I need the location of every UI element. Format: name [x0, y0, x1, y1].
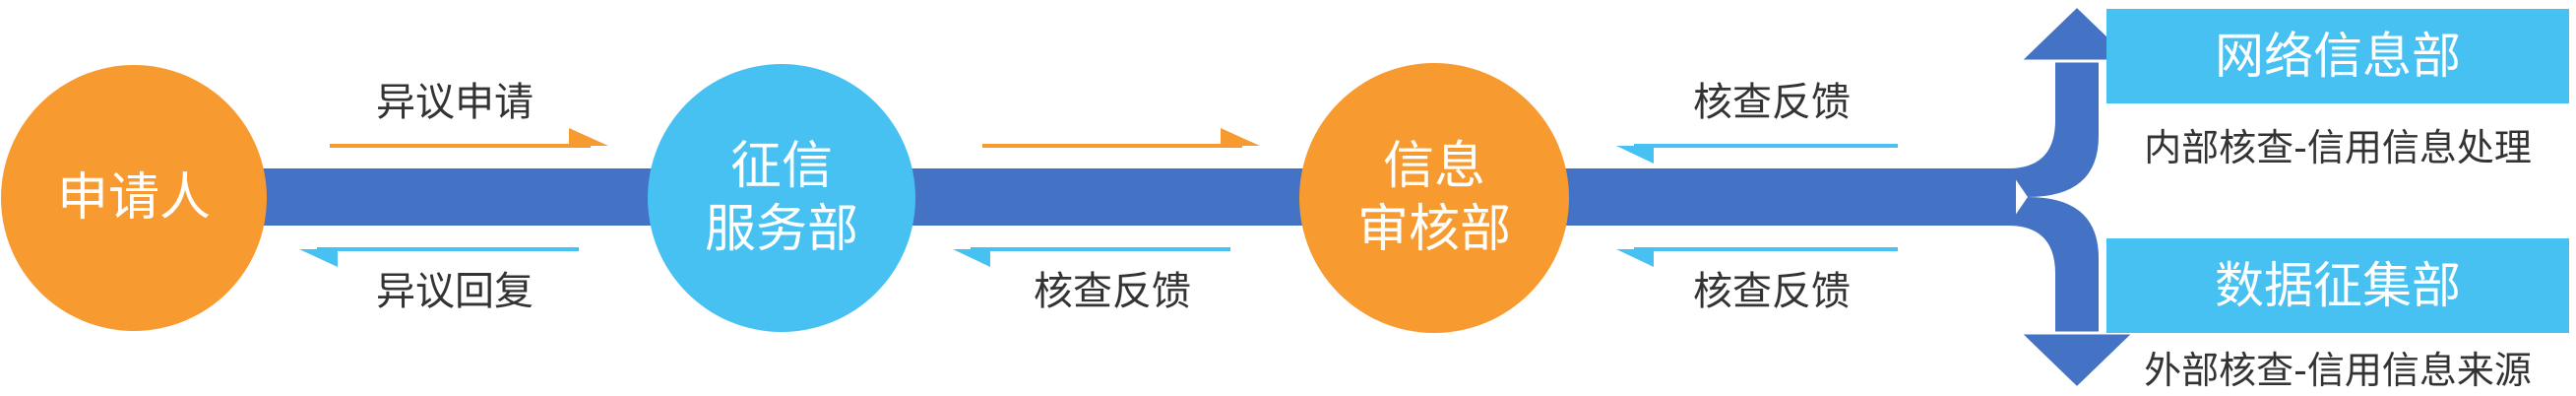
objection-reply-arrow-icon	[299, 249, 338, 267]
feedback-mid-arrow-icon	[953, 249, 990, 267]
objection-apply-arrow-icon	[569, 128, 608, 146]
objection-apply-label: 异议申请	[376, 80, 534, 125]
data-dept-box: 数据征集部	[2106, 238, 2569, 333]
applicant-node: 申请人	[1, 65, 267, 331]
data-dept-desc: 外部核查-信用信息来源	[2144, 349, 2532, 392]
forward-arrow-icon	[1221, 128, 1260, 146]
network-dept-box: 网络信息部	[2106, 9, 2569, 103]
branch-up-line	[2008, 57, 2099, 197]
feedback-right-bottom-label: 核查反馈	[1693, 269, 1851, 314]
feedback-right-top-arrow-icon	[1616, 146, 1654, 164]
feedback-right-top-label: 核查反馈	[1693, 80, 1851, 125]
objection-reply-label: 异议回复	[376, 269, 534, 314]
credit-service-label-line1: 征信	[729, 137, 833, 196]
up-arrow-icon	[2016, 3, 2138, 63]
info-review-label-line2: 审核部	[1356, 200, 1511, 259]
info-review-node: 信息 审核部	[1299, 63, 1569, 333]
main-flow-band	[148, 168, 2016, 226]
feedback-mid-label: 核查反馈	[1034, 269, 1191, 314]
branch-down-line	[2008, 197, 2099, 335]
network-dept-desc: 内部核查-信用信息处理	[2144, 126, 2532, 169]
applicant-label: 申请人	[56, 168, 211, 228]
down-arrow-icon	[2016, 331, 2138, 391]
feedback-right-bottom-arrow-icon	[1616, 249, 1654, 267]
credit-service-node: 征信 服务部	[648, 64, 915, 332]
credit-service-label-line2: 服务部	[704, 200, 858, 259]
info-review-label-line1: 信息	[1382, 137, 1485, 196]
